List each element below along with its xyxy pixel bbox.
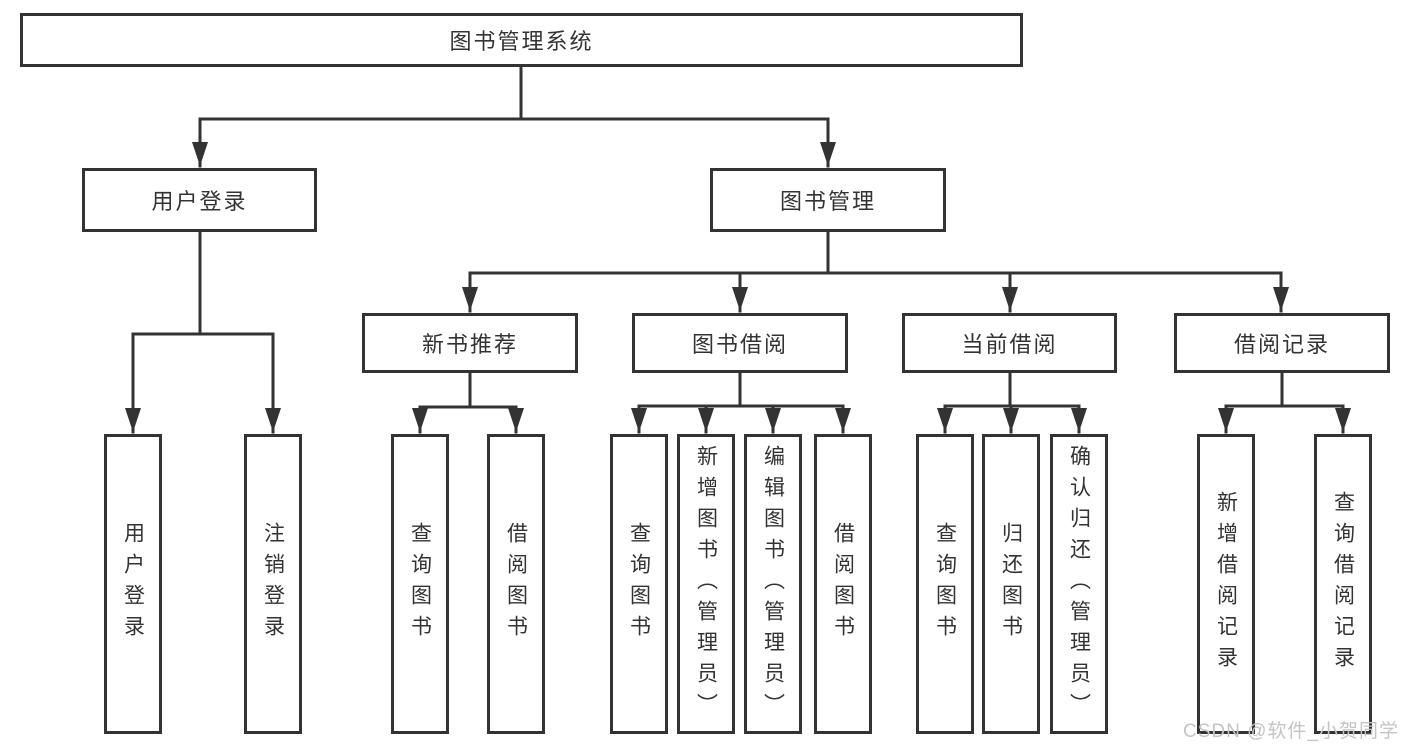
node-query-books-2: 查询图书 — [610, 434, 668, 734]
node-book-borrowing: 图书借阅 — [632, 313, 848, 373]
node-book-management: 图书管理 — [710, 168, 946, 232]
node-login: 用户登录 — [104, 434, 162, 734]
node-logout: 注销登录 — [244, 434, 302, 734]
node-borrow-books-1: 借阅图书 — [487, 434, 545, 734]
node-new-book-recommendation: 新书推荐 — [362, 313, 578, 373]
csdn-watermark: CSDN @软件_小贺同学 — [1183, 721, 1399, 742]
node-root: 图书管理系统 — [20, 13, 1023, 67]
node-return-book: 归还图书 — [982, 434, 1040, 734]
node-query-borrow-record: 查询借阅记录 — [1314, 434, 1372, 734]
node-add-book-admin: 新增图书（管理员） — [677, 434, 735, 734]
node-current-borrowing: 当前借阅 — [902, 313, 1117, 373]
node-query-books-1: 查询图书 — [391, 434, 449, 734]
node-user-login: 用户登录 — [82, 168, 317, 232]
node-edit-book-admin: 编辑图书（管理员） — [744, 434, 802, 734]
node-borrowing-records: 借阅记录 — [1174, 313, 1390, 373]
node-query-books-3: 查询图书 — [916, 434, 974, 734]
node-add-borrow-record: 新增借阅记录 — [1197, 434, 1255, 734]
node-borrow-books-2: 借阅图书 — [814, 434, 872, 734]
node-confirm-return-admin: 确认归还（管理员） — [1050, 434, 1108, 734]
